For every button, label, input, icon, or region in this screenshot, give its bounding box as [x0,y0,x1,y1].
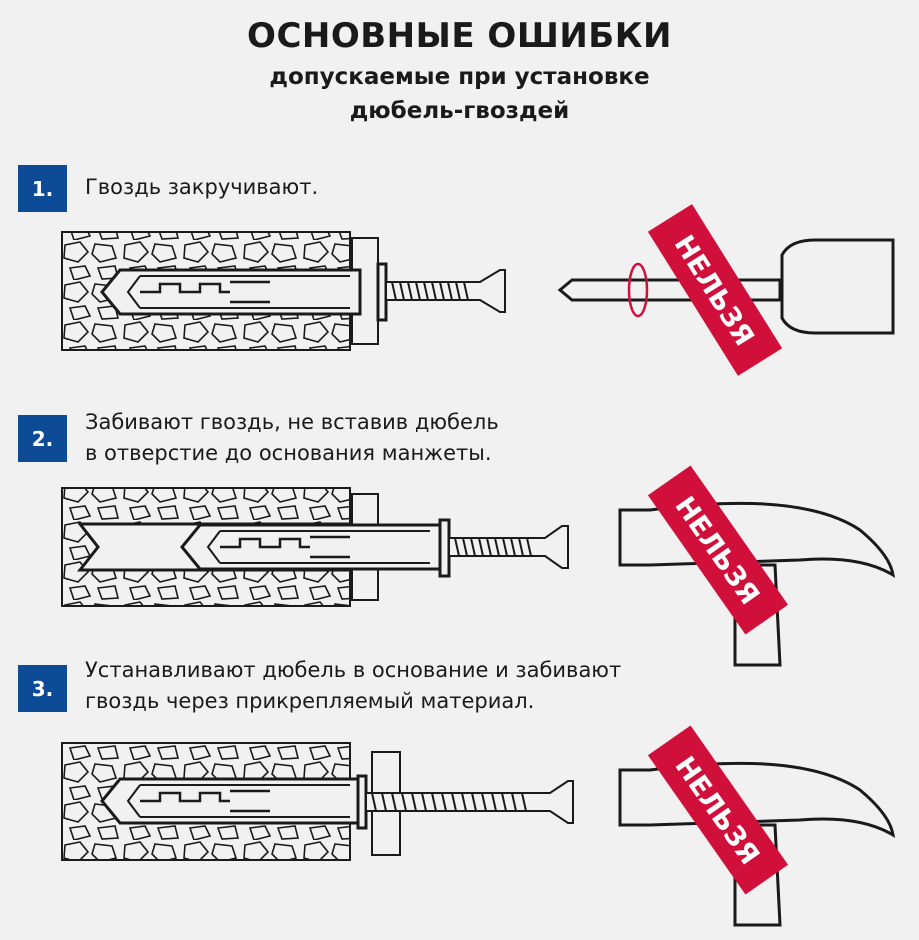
step-1-text: Гвоздь закручивают. [85,172,318,203]
page-title: ОСНОВНЫЕ ОШИБКИ [247,16,672,56]
step-3-badge: 3. [18,665,67,712]
rotation-arrow-icon [627,262,649,318]
nail-1 [385,269,506,313]
step-1-line-1: Гвоздь закручивают. [85,175,319,199]
dowel-1 [100,268,362,316]
step-2-line-2: в отверстие до основания манжеты. [85,441,492,465]
dowel-2 [180,523,442,571]
dowel-3 [100,777,362,825]
step-2-text: Забивают гвоздь, не вставив дюбель в отве… [85,407,499,469]
nail-2 [448,525,569,569]
step-3-line-2: гвоздь через прикрепляемый материал. [85,689,535,713]
nail-3 [365,780,574,824]
subtitle-line-2: дюбель-гвоздей [349,98,570,124]
step-2-line-1: Забивают гвоздь, не вставив дюбель [85,410,499,434]
diagram-3-through-material [61,742,574,861]
diagram-1-screwed-nail [61,231,506,351]
step-1-badge: 1. [18,165,67,212]
subtitle-line-1: допускаемые при установке [269,64,650,90]
step-3-line-1: Устанавливают дюбель в основание и забив… [85,658,622,682]
diagram-2-dowel-not-inserted [61,487,569,607]
step-3-text: Устанавливают дюбель в основание и забив… [85,655,621,717]
step-2-badge: 2. [18,415,67,462]
